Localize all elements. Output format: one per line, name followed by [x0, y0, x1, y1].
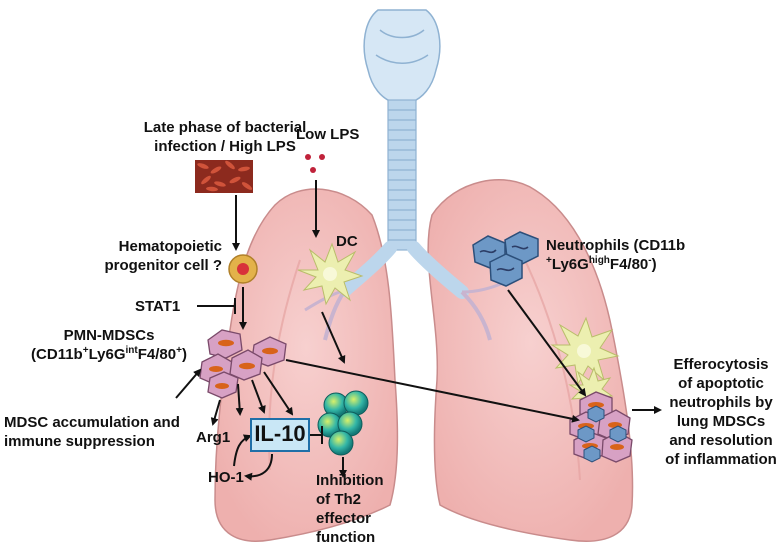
pmn-paren: ) [181, 346, 187, 363]
arrow-dc-to-th2 [321, 311, 346, 364]
hpc-label-line2: progenitor cell ? [104, 257, 222, 274]
neutrophils-paren: ) [651, 256, 657, 273]
arg1-label: Arg1 [196, 429, 231, 446]
low-lps-label: Low LPS [296, 126, 360, 143]
pmn-mdsc-label-line2: (CD11b+Ly6GintF4/80+) [4, 345, 214, 364]
efferocytosis-line6: of inflammation [665, 451, 777, 468]
dendritic-cell [297, 242, 364, 306]
pmn-plus2: + [176, 345, 182, 356]
arrow-mdsc-to-il10-a [235, 383, 244, 416]
neutrophils-high: high [588, 255, 610, 266]
neutrophils-label-line1: Neutrophils (CD11b [546, 237, 686, 254]
arrow-il10-to-ho1 [244, 453, 273, 481]
pmn-cd11b: (CD11b [31, 346, 83, 363]
pmn-int: int [125, 345, 138, 356]
bacteria-image [195, 160, 253, 193]
th2-cell-cluster [317, 390, 369, 456]
trachea [304, 99, 506, 341]
pmn-mdsc-cluster [199, 329, 287, 399]
right-lung [427, 179, 634, 542]
late-phase-label: Late phase of bacterial infection / High… [100, 118, 350, 156]
arrow-mdsc-to-il10-c [263, 371, 294, 416]
arrow-mdsc-to-arg1 [210, 399, 221, 426]
efferocytosis-label: Efferocytosis of apoptotic neutrophils b… [662, 355, 780, 469]
efferocytosis-line2: of apoptotic [678, 375, 764, 392]
larynx [363, 9, 441, 103]
hematopoietic-progenitor-cell [228, 254, 258, 284]
inhibition-line3: effector [316, 510, 372, 527]
neutrophils-ly6g: Ly6G [551, 256, 589, 273]
late-phase-label-line2: infection / High LPS [154, 138, 296, 155]
il10-box [250, 418, 310, 452]
arrow-mdsc-to-efferocytosis [285, 359, 580, 423]
efferocytosis-line1: Efferocytosis [673, 356, 769, 373]
dendritic-cell-right-large [550, 316, 620, 386]
neutrophils-f480: F4/80 [609, 256, 649, 273]
hpc-label: Hematopoietic progenitor cell ? [40, 237, 222, 275]
stat1-label: STAT1 [135, 298, 181, 315]
pmn-f480: F4/80 [137, 346, 177, 363]
neutrophils-label-line2: +Ly6GhighF4/80-) [546, 255, 685, 274]
pmn-mdsc-label: PMN-MDSCs (CD11b+Ly6GintF4/80+) [4, 326, 214, 364]
arrow-ho1-to-il10 [233, 434, 252, 467]
inhibition-line2: of Th2 [316, 491, 361, 508]
mdsc-accumulation-line1: MDSC accumulation and [4, 414, 180, 431]
arrow-neutrophils-to-cluster [507, 289, 587, 397]
lps-dots [305, 154, 325, 173]
inhibition-line1: Inhibition [316, 472, 384, 489]
arrow-mdsc-to-il10-b [251, 379, 266, 414]
efferocytosis-line3: neutrophils by [669, 394, 773, 411]
pmn-ly6g: Ly6G [88, 346, 126, 363]
inhibition-label: Inhibition of Th2 effector function [316, 471, 383, 547]
pmn-mdsc-label-line1: PMN-MDSCs [63, 327, 155, 344]
dc-label: DC [336, 233, 358, 250]
efferocytosis-line4: lung MDSCs [676, 413, 766, 430]
neutrophils-label: Neutrophils (CD11b +Ly6GhighF4/80-) [546, 236, 685, 274]
pmn-plus1: + [82, 345, 89, 356]
neutrophils-minus: - [648, 255, 652, 266]
mdsc-accumulation-label: MDSC accumulation and immune suppression [4, 413, 180, 451]
inhibition-line4: function [316, 529, 376, 546]
il10-label: IL-10 [254, 421, 306, 446]
arrow-accumulation-to-mdsc [175, 368, 202, 399]
hpc-label-line1: Hematopoietic [118, 238, 222, 255]
mdsc-accumulation-line2: immune suppression [4, 433, 155, 450]
efferocytosis-line5: and resolution [669, 432, 773, 449]
late-phase-label-line1: Late phase of bacterial [143, 119, 307, 136]
neutrophils-plus: + [546, 255, 552, 266]
ho1-label: HO-1 [208, 469, 244, 486]
